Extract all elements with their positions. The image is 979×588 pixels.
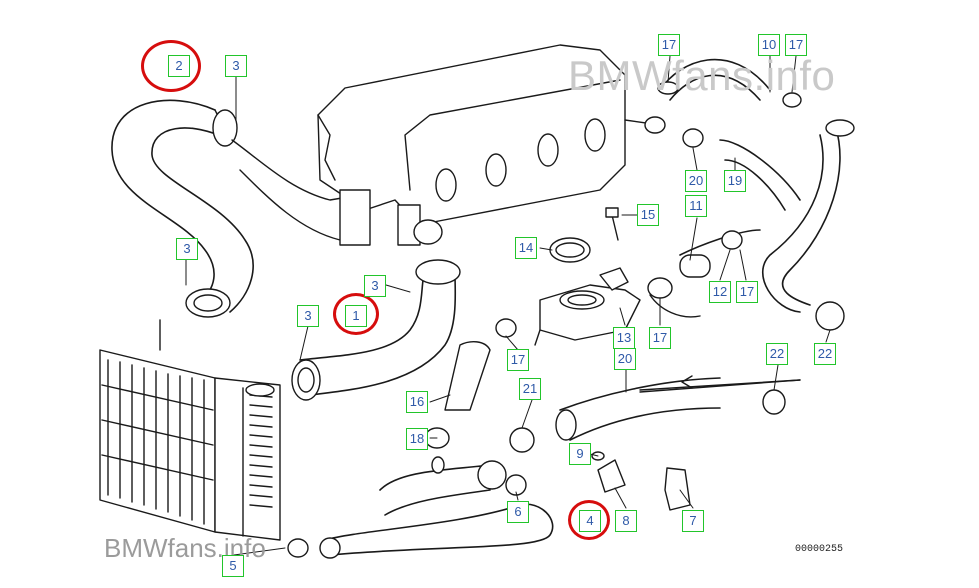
callout-part-3[interactable]: 3 — [176, 238, 198, 260]
diagram-code: 00000255 — [795, 544, 844, 555]
callout-part-4[interactable]: 4 — [579, 510, 601, 532]
highlight-ring-part-2 — [141, 40, 201, 92]
callout-part-13[interactable]: 13 — [613, 327, 635, 349]
lower-hoses-drawing — [287, 341, 801, 559]
flow-arrow-line — [639, 379, 801, 391]
callout-part-17[interactable]: 17 — [785, 34, 807, 56]
callout-part-3[interactable]: 3 — [364, 275, 386, 297]
highlight-ring-part-1 — [333, 293, 379, 335]
callout-part-17[interactable]: 17 — [658, 34, 680, 56]
leader-lines — [185, 55, 831, 556]
radiator-drawing — [99, 319, 281, 541]
callout-part-8[interactable]: 8 — [615, 510, 637, 532]
callout-part-17[interactable]: 17 — [649, 327, 671, 349]
heater-hoses-drawing — [624, 58, 855, 331]
clamps-drawing — [424, 318, 786, 511]
callout-part-18[interactable]: 18 — [406, 428, 428, 450]
callout-part-3[interactable]: 3 — [297, 305, 319, 327]
callout-part-5[interactable]: 5 — [222, 555, 244, 577]
callout-part-2[interactable]: 2 — [168, 55, 190, 77]
callout-part-17[interactable]: 17 — [507, 349, 529, 371]
hose-2-drawing — [111, 99, 254, 318]
callout-part-3[interactable]: 3 — [225, 55, 247, 77]
callout-part-14[interactable]: 14 — [515, 237, 537, 259]
hose-1-drawing — [291, 259, 461, 401]
callout-part-21[interactable]: 21 — [519, 378, 541, 400]
callout-part-17[interactable]: 17 — [736, 281, 758, 303]
callout-part-20[interactable]: 20 — [614, 348, 636, 370]
callout-part-20[interactable]: 20 — [685, 170, 707, 192]
highlight-ring-part-4 — [568, 500, 610, 540]
callout-part-12[interactable]: 12 — [709, 281, 731, 303]
callout-part-16[interactable]: 16 — [406, 391, 428, 413]
callout-part-6[interactable]: 6 — [507, 501, 529, 523]
callout-part-9[interactable]: 9 — [569, 443, 591, 465]
callout-part-10[interactable]: 10 — [758, 34, 780, 56]
callout-part-19[interactable]: 19 — [724, 170, 746, 192]
flow-arrow-head — [681, 375, 693, 389]
callout-part-11[interactable]: 11 — [685, 195, 707, 217]
thermostat-housing-drawing — [534, 207, 641, 346]
callout-part-1[interactable]: 1 — [345, 305, 367, 327]
callout-part-22[interactable]: 22 — [766, 343, 788, 365]
watermark-top: BMWfans.info — [568, 52, 836, 99]
callout-part-22[interactable]: 22 — [814, 343, 836, 365]
callout-part-15[interactable]: 15 — [637, 204, 659, 226]
callout-part-7[interactable]: 7 — [682, 510, 704, 532]
upper-pipe-drawing — [231, 139, 443, 246]
